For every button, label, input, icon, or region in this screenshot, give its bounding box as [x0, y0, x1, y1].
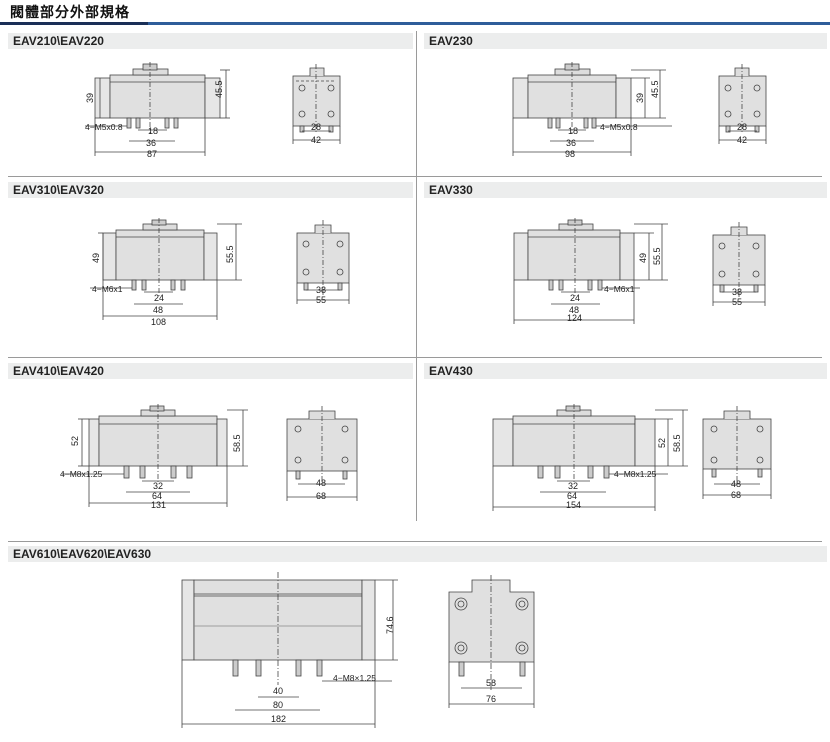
dim-end-pitch: 48: [731, 479, 741, 489]
row-divider-3: [8, 541, 822, 542]
dim-pitch-mid: 64: [567, 491, 577, 501]
dim-length: 182: [271, 714, 286, 724]
dim-height: 52: [657, 438, 667, 448]
dim-end-pitch: 28: [311, 122, 321, 132]
dim-pitch-mid: 64: [152, 491, 162, 501]
dim-end-pitch: 48: [316, 478, 326, 488]
section-label-eav210: EAV210\EAV220: [8, 33, 413, 49]
dim-height: 49: [638, 253, 648, 263]
dim-pitch-small: 32: [153, 481, 163, 491]
column-divider: [416, 31, 417, 521]
row-divider-1: [8, 176, 822, 177]
dim-length: 98: [565, 149, 575, 159]
dim-pitch-mid: 36: [146, 138, 156, 148]
dim-pitch-small: 24: [570, 293, 580, 303]
dim-pitch-mid: 36: [566, 138, 576, 148]
dim-total-height: 58.5: [672, 434, 682, 452]
dim-pitch-mid: 48: [569, 305, 579, 315]
section-label-eav310: EAV310\EAV320: [8, 182, 413, 198]
dim-length: 108: [151, 317, 166, 327]
dim-pitch-small: 32: [568, 481, 578, 491]
dim-end-width: 42: [737, 135, 747, 145]
dim-end-width: 68: [731, 490, 741, 500]
dim-pitch-mid: 48: [153, 305, 163, 315]
row-divider-2: [8, 357, 822, 358]
dim-end-width: 42: [311, 135, 321, 145]
dim-pitch-small: 40: [273, 686, 283, 696]
dim-pitch-small: 18: [568, 126, 578, 136]
dim-height: 39: [85, 93, 95, 103]
dim-end-width: 55: [316, 295, 326, 305]
dim-pitch-small: 24: [154, 293, 164, 303]
dim-total-height: 55.5: [652, 247, 662, 265]
dim-end-pitch: 58: [486, 678, 496, 688]
dim-end-pitch: 28: [737, 122, 747, 132]
dim-thread: 4−M6x1: [92, 284, 123, 294]
dim-length: 87: [147, 149, 157, 159]
dim-end-width: 55: [732, 297, 742, 307]
dim-length: 131: [151, 500, 166, 510]
dim-total-height: 74.6: [385, 616, 395, 634]
dim-height: 39: [635, 93, 645, 103]
dim-thread: 4−M5x0.8: [85, 122, 123, 132]
section-label-eav230: EAV230: [424, 33, 827, 49]
dim-height: 52: [70, 436, 80, 446]
dim-thread: 4−M8×1.25: [333, 673, 376, 683]
section-label-eav330: EAV330: [424, 182, 827, 198]
dim-total-height: 45.5: [214, 80, 224, 98]
dim-thread: 4−M8x1.25: [60, 469, 103, 479]
dim-thread: 4−M8x1.25: [614, 469, 657, 479]
dim-length: 124: [567, 313, 582, 323]
section-label-eav610: EAV610\EAV620\EAV630: [8, 546, 827, 562]
dim-end-width: 68: [316, 491, 326, 501]
dim-length: 154: [566, 500, 581, 510]
dim-total-height: 58.5: [232, 434, 242, 452]
dim-end-pitch: 38: [316, 285, 326, 295]
dim-total-height: 55.5: [225, 245, 235, 263]
dim-total-height: 45.5: [650, 80, 660, 98]
dim-end-pitch: 38: [732, 287, 742, 297]
section-label-eav430: EAV430: [424, 363, 827, 379]
dim-pitch-mid: 80: [273, 700, 283, 710]
dim-thread: 4−M5x0.8: [600, 122, 638, 132]
dim-thread: 4−M6x1: [604, 284, 635, 294]
title-underline: [0, 22, 830, 25]
page-title: 閥體部分外部規格: [10, 4, 130, 20]
dim-height: 49: [91, 253, 101, 263]
dim-pitch-small: 18: [148, 126, 158, 136]
section-label-eav410: EAV410\EAV420: [8, 363, 413, 379]
dim-end-width: 76: [486, 694, 496, 704]
